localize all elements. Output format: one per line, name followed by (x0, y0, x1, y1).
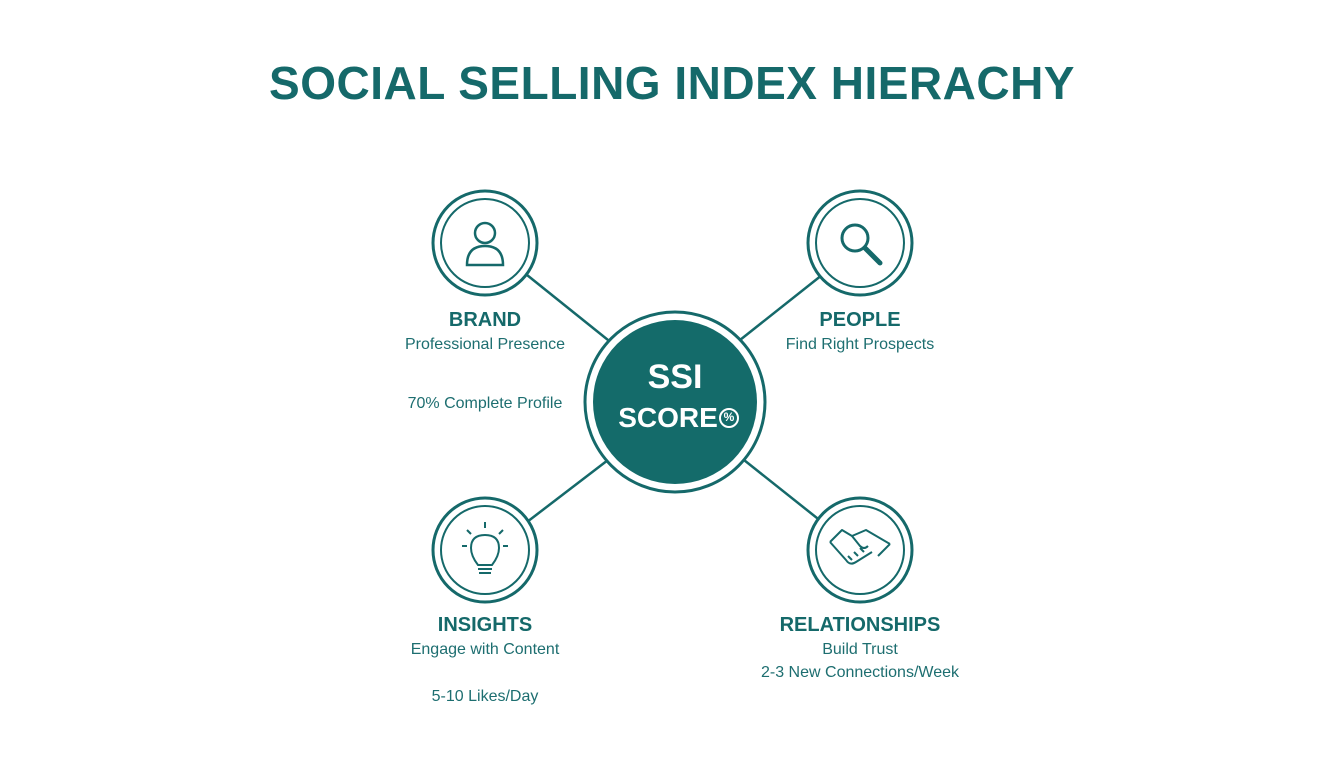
insights-node (431, 496, 539, 604)
people-title: PEOPLE (819, 309, 901, 331)
center-node (583, 310, 767, 494)
connector-people (739, 274, 823, 341)
people-subtitle: Find Right Prospects (785, 336, 935, 353)
relationships-note: 2-3 New Connections/Week (760, 664, 960, 681)
lightbulb-icon (462, 522, 508, 574)
connector-brand (526, 274, 609, 341)
relationships-title: RELATIONSHIPS (779, 614, 941, 636)
center-title: SSI (647, 358, 703, 396)
relationships-node (806, 496, 914, 604)
connector-insights (526, 459, 609, 523)
relationships-subtitle: Build Trust (822, 641, 898, 658)
handshake-icon (829, 529, 891, 565)
percent-badge-icon (719, 408, 739, 428)
insights-note: 5-10 Likes/Day (431, 688, 539, 705)
brand-note: 70% Complete Profile (407, 395, 563, 412)
center-subtitle: SCORE (618, 402, 718, 433)
brand-title: BRAND (448, 309, 522, 331)
brand-subtitle: Professional Presence (404, 336, 566, 353)
people-node (806, 189, 914, 297)
connector-relationships (743, 459, 823, 523)
magnifier-icon (840, 223, 883, 266)
diagram-title: SOCIAL SELLING INDEX HIERACHY (269, 57, 1075, 109)
insights-title: INSIGHTS (437, 614, 533, 636)
person-icon (465, 221, 505, 267)
center-badge: % (723, 410, 735, 424)
insights-subtitle: Engage with Content (410, 641, 560, 658)
